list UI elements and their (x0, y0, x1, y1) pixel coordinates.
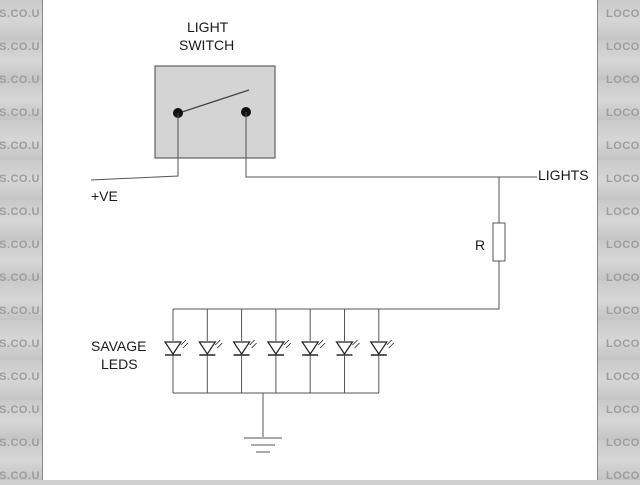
watermark-text: LOCOST (606, 239, 640, 251)
led-array (163, 309, 395, 393)
led (369, 309, 395, 393)
light-switch-box (154, 65, 276, 159)
watermark-text: LOCOST (606, 206, 640, 218)
watermark-text: DERS.CO.U (0, 107, 40, 119)
watermark-text: DERS.CO.U (0, 206, 40, 218)
watermark-text: LOCOST (606, 41, 640, 53)
leds-label-line2: LEDS (101, 356, 138, 372)
watermark-text: LOCOST (606, 140, 640, 152)
watermark-strip-left: DERS.CO.U DERS.CO.U DERS.CO.U DERS.CO.U DERS… (0, 0, 42, 480)
lights-wire (245, 112, 537, 178)
switch-label-line1: LIGHT (187, 19, 229, 35)
diagram-canvas: LIGHT SWITCH +VE LIGHTS R SAVAGE LEDS (42, 0, 598, 480)
positive-wire (90, 113, 179, 181)
watermark-text: LOCOST (606, 107, 640, 119)
led-supply-rail (173, 261, 500, 310)
resistor-label: R (475, 237, 485, 253)
watermark-text: DERS.CO.U (0, 470, 40, 480)
watermark-text: LOCOST (606, 338, 640, 350)
watermark-text: DERS.CO.U (0, 74, 40, 86)
watermark-text: DERS.CO.U (0, 140, 40, 152)
watermark-text: DERS.CO.U (0, 437, 40, 449)
watermark-text: LOCOST (606, 74, 640, 86)
watermark-text: LOCOST (606, 305, 640, 317)
circuit-diagram: LIGHT SWITCH +VE LIGHTS R SAVAGE LEDS (90, 19, 589, 453)
led (232, 309, 257, 393)
watermark-text: LOCOST (606, 371, 640, 383)
positive-label: +VE (91, 188, 118, 204)
watermark-text: DERS.CO.U (0, 338, 40, 350)
watermark-text: LOCOST (606, 470, 640, 480)
watermark-text: DERS.CO.U (0, 8, 40, 20)
watermark-text: LOCOST (606, 404, 640, 416)
resistor-r (492, 222, 506, 262)
watermark-text: DERS.CO.U (0, 41, 40, 53)
led (198, 309, 223, 393)
watermark-strip-right: LOCOST LOCOST LOCOST LOCOST LOCOST LOCOST LOCO… (598, 0, 640, 480)
watermark-text: DERS.CO.U (0, 272, 40, 284)
led (301, 309, 326, 393)
watermark-text: LOCOST (606, 8, 640, 20)
watermark-text: DERS.CO.U (0, 239, 40, 251)
led (335, 309, 360, 393)
watermark-text: LOCOST (606, 437, 640, 449)
watermark-text: LOCOST (606, 173, 640, 185)
watermark-text: DERS.CO.U (0, 305, 40, 317)
ground-symbol (244, 437, 282, 453)
watermark-text: DERS.CO.U (0, 371, 40, 383)
led (163, 309, 189, 393)
watermark-text: DERS.CO.U (0, 404, 40, 416)
lights-label: LIGHTS (538, 167, 589, 183)
watermark-text: DERS.CO.U (0, 173, 40, 185)
watermark-text: LOCOST (606, 272, 640, 284)
leds-label-line1: SAVAGE (91, 338, 147, 354)
led (266, 309, 292, 393)
switch-lever (178, 89, 250, 114)
switch-label-line2: SWITCH (179, 37, 234, 53)
